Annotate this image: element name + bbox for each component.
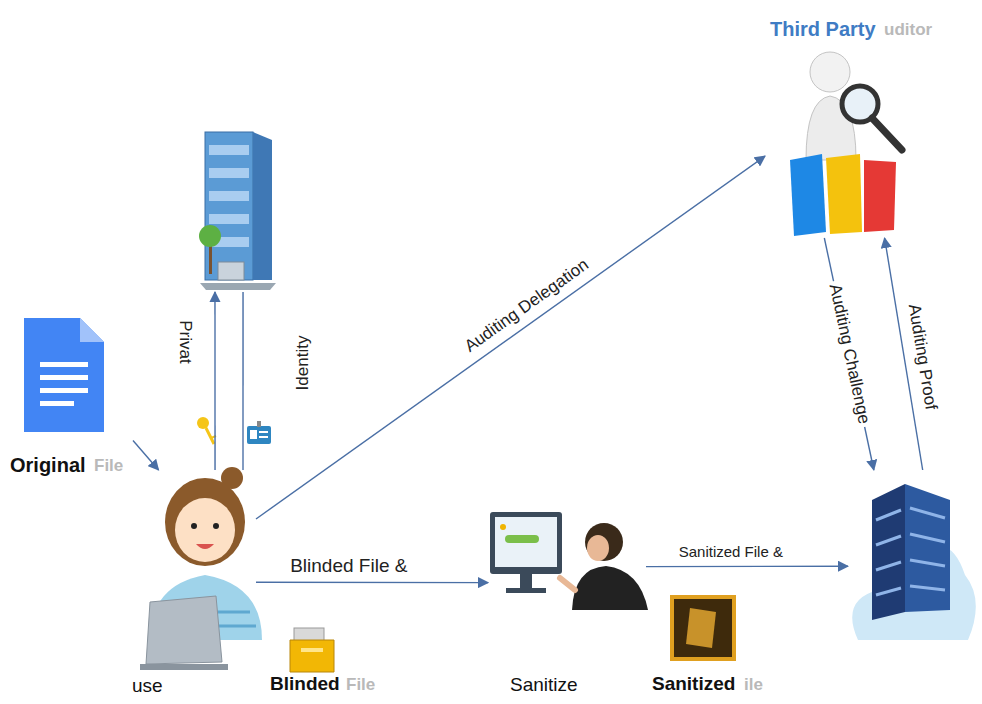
connector-arrow xyxy=(133,440,159,470)
node-caption: Blinded xyxy=(270,674,340,695)
user-figure-part xyxy=(213,523,219,529)
sanitized-file-icon-part xyxy=(672,597,734,659)
blinded-file-icon xyxy=(290,628,334,672)
user-figure-part xyxy=(140,664,228,670)
faded-caption: File xyxy=(94,457,123,476)
edge-label: Auditing Delegation xyxy=(459,254,595,358)
sanitizer-figure-part xyxy=(505,535,539,543)
connector-arrow xyxy=(646,566,848,568)
document-icon-part xyxy=(40,388,88,393)
sanitizer-figure-part xyxy=(500,524,506,530)
node-caption: Sanitized xyxy=(652,674,735,695)
sanitized-file-icon-part xyxy=(686,608,716,648)
sanitizer-figure-part xyxy=(495,517,557,567)
user-figure xyxy=(140,467,262,670)
user-figure-part xyxy=(165,478,245,566)
user-figure-part xyxy=(196,544,214,549)
auditor-figure-part xyxy=(826,154,862,234)
edge-label: Sanitized File & xyxy=(676,544,786,561)
building-icon-part xyxy=(209,145,249,155)
auditor-figure-part xyxy=(872,118,902,150)
building-icon-part xyxy=(209,244,212,274)
sanitizer-node: Sanitize xyxy=(488,505,646,699)
user-node: use xyxy=(140,470,256,699)
auditor-node: Third Party uditor xyxy=(765,16,975,238)
node-caption: Original xyxy=(10,454,86,476)
document-icon-part xyxy=(80,318,104,342)
document-icon xyxy=(24,318,104,432)
node-caption: Third Party xyxy=(770,18,876,40)
faded-caption: ile xyxy=(744,676,763,695)
id-card-icon-part xyxy=(250,430,257,439)
auditor-figure-part xyxy=(810,52,850,92)
sanitizer-figure-part xyxy=(520,574,532,588)
blinded-file-node: Blinded File xyxy=(268,628,386,698)
node-caption: use xyxy=(132,676,163,697)
building-icon-part xyxy=(209,191,249,201)
document-icon-part xyxy=(24,318,104,432)
building-node xyxy=(192,122,280,292)
id-card-icon-part xyxy=(259,436,268,438)
sanitizer-figure-part xyxy=(506,588,546,593)
document-icon-part xyxy=(40,401,74,406)
building-icon-part xyxy=(209,168,249,178)
cloud-server xyxy=(852,484,976,640)
edge-label: Blinded File & xyxy=(287,556,410,577)
cloud-server-part xyxy=(905,484,950,612)
user-figure-part xyxy=(191,523,197,529)
auditor-figure-part xyxy=(790,154,826,236)
connector-arrow xyxy=(256,156,765,519)
faded-caption: uditor xyxy=(884,21,932,40)
blinded-file-icon-part xyxy=(301,648,323,652)
sanitizer-figure-part xyxy=(560,578,575,590)
key-icon-part xyxy=(197,417,209,429)
cloud-node xyxy=(848,470,975,655)
cloud-server-part xyxy=(872,484,905,620)
sanitizer-figure-part xyxy=(587,535,609,561)
edge-label: Auditing Challenge xyxy=(824,279,873,428)
building-icon xyxy=(199,132,276,290)
building-icon-part xyxy=(200,283,276,290)
blinded-file-icon-part xyxy=(290,640,334,672)
sanitizer-figure-part xyxy=(572,566,648,610)
document-node: Original File xyxy=(8,312,133,482)
building-icon-part xyxy=(253,132,272,280)
cloud-server-part xyxy=(876,510,901,595)
edge-label: Auditing Proof xyxy=(903,300,940,414)
sanitized-file-icon xyxy=(672,597,734,659)
id-card-icon-part xyxy=(247,426,271,444)
sanitizer-figure xyxy=(490,512,648,610)
connector-arrow xyxy=(214,292,215,470)
document-icon-part xyxy=(40,362,88,367)
id-card-icon-part xyxy=(257,421,261,427)
key-icon-part xyxy=(206,428,214,444)
connector-arrow xyxy=(256,582,488,584)
id-card-icon-part xyxy=(259,431,268,433)
connector-arrow xyxy=(242,292,243,470)
cloud-server-part xyxy=(910,508,945,590)
sanitizer-figure-part xyxy=(585,523,623,561)
sanitized-file-node: Sanitized ile xyxy=(652,592,792,698)
id-card-icon xyxy=(247,421,271,444)
user-figure-part xyxy=(175,498,235,562)
edge-label: Privat xyxy=(176,317,195,366)
key-icon xyxy=(197,417,216,444)
auditor-figure xyxy=(790,52,902,236)
auditor-figure-part xyxy=(864,160,896,232)
building-icon-part xyxy=(205,132,253,280)
faded-caption: File xyxy=(346,676,375,695)
building-icon-part xyxy=(209,214,249,224)
building-icon-part xyxy=(199,225,221,247)
edge-label: Identity xyxy=(294,333,313,394)
user-figure-part xyxy=(146,596,222,664)
connector-arrow xyxy=(824,238,873,470)
document-icon-part xyxy=(40,375,88,380)
building-icon-part xyxy=(218,262,244,280)
node-caption: Sanitize xyxy=(510,675,578,696)
sanitizer-figure-part xyxy=(490,512,562,574)
